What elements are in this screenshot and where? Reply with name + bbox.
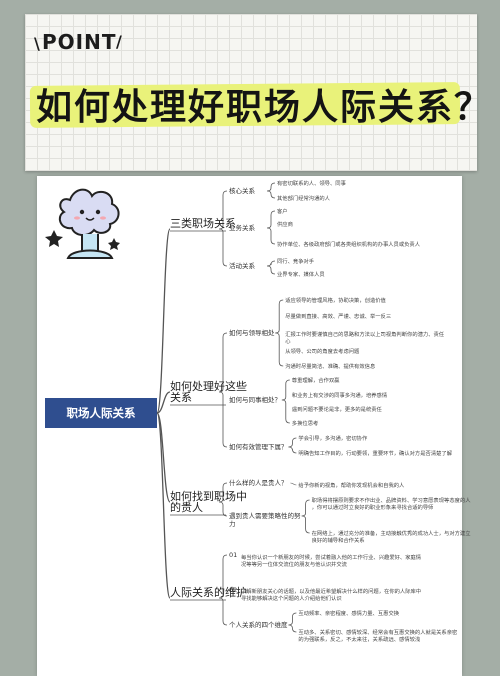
sub-label: 核心关系	[229, 186, 256, 195]
leaf-label: 沟通时尽量简洁、准确、提供有效信息	[285, 362, 375, 370]
leaf-label: 尊重理解，合作双赢	[292, 376, 340, 384]
leaf-label: 尽量做到直接、高效、严谨、忠诚、举一反三	[285, 312, 391, 320]
brace-line	[218, 482, 228, 517]
brace-line	[266, 210, 276, 245]
brace-line	[266, 260, 276, 275]
leaf-label: 同行、竞争对手	[277, 257, 315, 265]
leaf-label: 明确告知工作目的，行动要领，重要环节，确认对方是否清楚了解	[298, 449, 452, 457]
sub-label: 什么样的人是贵人？	[229, 478, 288, 487]
branch-label: 如何处理好这些关系	[170, 379, 247, 404]
center-node-label: 职场人际关系	[67, 406, 136, 420]
leaf-label: 汇报工作时要谨慎自己的思路和方法以上司视角判断你的潜力、责任心	[285, 330, 445, 345]
branch-label: 如何找到职场中的贵人	[170, 489, 247, 514]
brace-line	[275, 299, 284, 367]
leaf-label: 其他部门经常沟通的人	[277, 194, 331, 202]
connector-line	[156, 228, 171, 414]
leaf-label: 职场得将摆原则要求不作出业、品牌资料、学习意愿表现等态度的人，你可以通过时立良好…	[312, 496, 472, 511]
leaf-label: 多换位思考	[292, 419, 319, 427]
brace-line	[288, 612, 297, 633]
leaf-label: 学会引导，多沟通，密切协作	[298, 434, 368, 442]
brace-line	[301, 499, 310, 534]
leaf-label: 有密切联系的人、领导、同事	[277, 179, 347, 187]
sub-label-number: 01	[229, 551, 237, 559]
sub-label: 如何与同事相处？	[229, 395, 281, 404]
sub-label: 遇到贵人需要策略性的努力	[229, 511, 301, 528]
page-title: 如何处理好职场人际关系？	[36, 87, 493, 128]
leaf-label: 适应领导的管理风格，协助决策，创造价值	[285, 296, 386, 304]
branch-label: 人际关系的维护	[170, 585, 247, 599]
leaf-label: 了解新朋友关心的话题，以及他最近希望解决什么样的问题，在你的人际库中寻找能够解决…	[241, 587, 421, 602]
leaf-label: 互动频率、亲密程度、感情力量、互惠交换	[298, 609, 399, 617]
leaf-label: 和业务上有交涉的同事多沟通，培养感情	[292, 391, 388, 399]
sub-label-number: 02	[229, 586, 237, 594]
connector-line	[156, 391, 171, 414]
branch-label: 三类职场关系	[170, 216, 236, 230]
leaf-label: 在网络上，通过充分的准备，主动接触优秀的成功人士，与对方建立良好的辅导和合作关系	[312, 529, 471, 544]
accent-stroke-left: \	[34, 34, 40, 53]
sub-label: 如何与领导相处	[229, 328, 275, 337]
leaf-label: 给予你新的视角，帮助你发现机会和自我的人	[298, 481, 405, 489]
connector-line	[290, 482, 297, 486]
leaf-label: 业界专家、媒体人员	[277, 270, 325, 278]
leaf-label: 从领导、公司的角度去考虑问题	[285, 347, 360, 355]
leaf-label: 互动多、关系密切、感情较深、经常会有互惠交换的人就是关系亲密的为强联系，反之，不…	[298, 628, 458, 643]
brace-line	[218, 332, 228, 448]
mascot-icon	[45, 188, 120, 259]
sub-label: 个人关系的四个维度	[229, 620, 288, 629]
brace-line	[218, 190, 228, 267]
brace-line	[218, 554, 228, 626]
brace-line	[266, 182, 276, 199]
sub-label: 活动关系	[229, 261, 256, 270]
sub-label: 如何有效管理下属？	[229, 442, 288, 451]
leaf-label: 协作单位、各级政府部门或各类组织机构的办事人员或负责人	[277, 240, 421, 248]
leaf-label: 客户	[277, 207, 288, 215]
connector-line	[156, 412, 171, 503]
point-badge: POINT	[42, 30, 117, 54]
connector-line	[156, 412, 171, 599]
sub-label: 业务关系	[229, 223, 256, 232]
brace-line	[281, 379, 290, 424]
center-node	[45, 398, 157, 428]
leaf-label: 每当你认识一个新朋友的时候，尝试着融入他的工作行业、兴趣爱好、家庭情况等等另一位…	[241, 553, 422, 568]
brace-line	[288, 437, 297, 454]
leaf-label: 供应商	[277, 220, 293, 228]
accent-stroke-right: /	[116, 32, 122, 51]
leaf-label: 遇到问题不要论是非，更多的是统责任	[292, 405, 383, 413]
